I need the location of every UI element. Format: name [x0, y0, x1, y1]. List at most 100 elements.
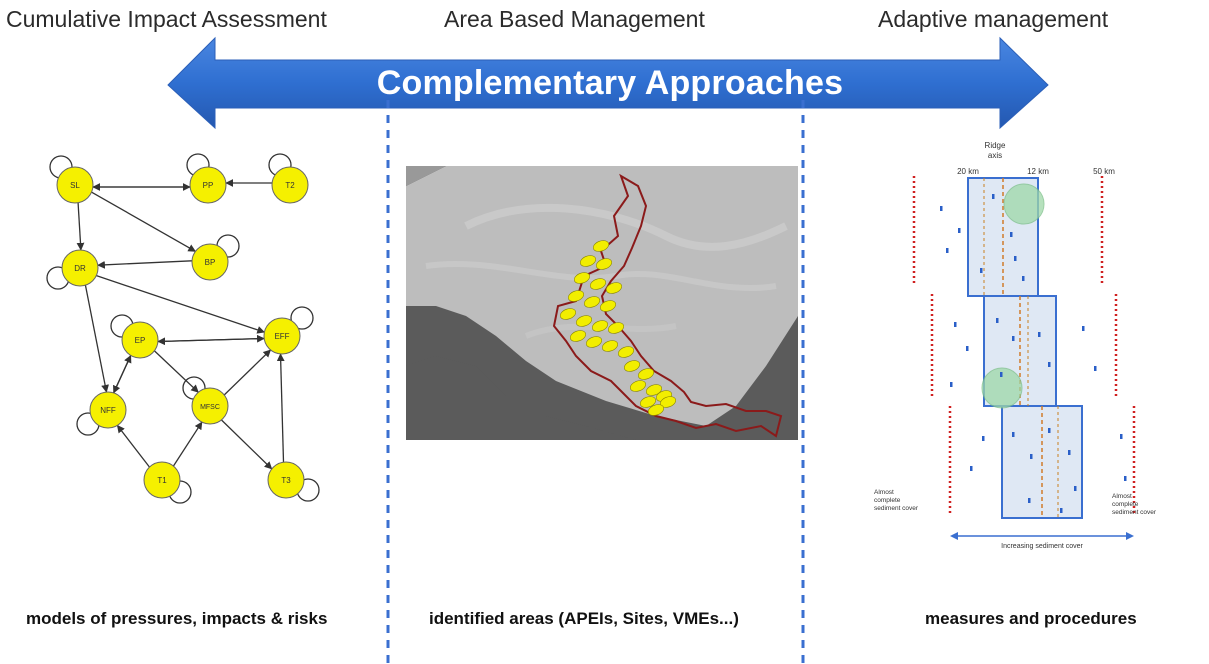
- network-node-t1: [143, 461, 181, 499]
- area-marker: [569, 330, 587, 342]
- sediment-mark: [966, 346, 969, 351]
- network-node-label: T3: [281, 476, 291, 485]
- adaptive-management-figure: Ridge axis 20 km 12 km 50 km Almost comp…: [874, 141, 1157, 550]
- network-edge: [91, 191, 197, 252]
- network-node-label: SL: [70, 181, 80, 190]
- side-note-right-3: sediment cover: [1112, 509, 1157, 516]
- sediment-mark: [1120, 434, 1123, 439]
- sediment-mark: [1014, 256, 1017, 261]
- area-marker: [567, 290, 585, 302]
- network-node-label: PP: [203, 181, 214, 190]
- area-marker: [585, 336, 603, 348]
- network-node-label: EP: [135, 336, 146, 345]
- sea-region-upper: [406, 166, 446, 186]
- sediment-mark: [992, 194, 995, 199]
- network-node-label: T1: [157, 476, 167, 485]
- sediment-axis-arrow-left: [950, 532, 958, 540]
- sediment-mark: [1074, 486, 1077, 491]
- sediment-mark: [958, 228, 961, 233]
- sediment-mark: [946, 248, 949, 253]
- area-marker: [607, 322, 625, 334]
- sediment-mark: [950, 382, 953, 387]
- area-marker: [599, 300, 617, 312]
- sediment-mark: [1028, 498, 1031, 503]
- side-note-left-3: sediment cover: [874, 505, 919, 512]
- sediment-mark: [980, 268, 983, 273]
- distance-label-center: 12 km: [1027, 167, 1049, 176]
- sea-texture: [464, 203, 788, 251]
- network-edge: [276, 353, 285, 463]
- sediment-mark: [970, 466, 973, 471]
- network-node-eff: [263, 317, 301, 355]
- area-marker: [645, 384, 663, 396]
- area-marker: [601, 340, 619, 352]
- network-edge: [223, 349, 272, 396]
- area-marker: [575, 315, 593, 327]
- axis-label: axis: [988, 151, 1002, 160]
- header-cumulative-impact-assessment: Cumulative Impact Assessment: [6, 6, 327, 32]
- network-edge: [221, 419, 273, 470]
- self-loop: [290, 306, 314, 330]
- sediment-mark: [1010, 232, 1013, 237]
- sediment-mark: [1060, 508, 1063, 513]
- area-marker: [639, 396, 657, 408]
- area-marker: [617, 346, 635, 358]
- distance-label-left: 20 km: [957, 167, 979, 176]
- sediment-mark: [1030, 454, 1033, 459]
- area-marker: [623, 360, 641, 372]
- area-marker: [647, 404, 665, 416]
- sediment-mark: [996, 318, 999, 323]
- area-marker: [592, 240, 610, 252]
- sediment-mark: [1048, 362, 1051, 367]
- area-marker: [629, 380, 647, 392]
- network-node-label: DR: [74, 264, 86, 273]
- sediment-mark: [1068, 450, 1071, 455]
- footer-identified-areas: identified areas (APEIs, Sites, VMEs...): [429, 609, 739, 628]
- side-note-right-1: Almost: [1112, 493, 1132, 500]
- header-area-based-management: Area Based Management: [444, 6, 705, 32]
- network-node-ep: [121, 321, 159, 359]
- network-node-label: MFSC: [200, 404, 220, 411]
- sediment-mark: [982, 436, 985, 441]
- network-edge: [154, 350, 199, 393]
- network-node-bp: [191, 243, 229, 281]
- network-node-sl: [56, 166, 94, 204]
- network-node-nff: [89, 391, 127, 429]
- network-edge: [157, 337, 265, 346]
- network-edge: [116, 424, 150, 468]
- ocean-area-map: [406, 166, 798, 440]
- header-adaptive-management: Adaptive management: [878, 6, 1109, 32]
- sediment-mark: [1124, 476, 1127, 481]
- land-south: [406, 356, 636, 440]
- area-marker: [579, 255, 597, 267]
- distance-label-right: 50 km: [1093, 167, 1115, 176]
- sediment-mark: [1012, 432, 1015, 437]
- network-edge: [97, 260, 192, 269]
- network-node-t2: [271, 166, 309, 204]
- area-marker: [589, 278, 607, 290]
- network-node-t3: [267, 461, 305, 499]
- area-marker: [591, 320, 609, 332]
- network-edge: [113, 354, 132, 394]
- side-note-left-2: complete: [874, 497, 901, 504]
- network-node-label: EFF: [274, 332, 289, 341]
- network-node-dr: [61, 249, 99, 287]
- sediment-mark: [954, 322, 957, 327]
- management-boundary: [552, 173, 783, 438]
- network-edge: [84, 285, 109, 393]
- area-marker: [595, 258, 613, 270]
- sediment-mark: [1012, 336, 1015, 341]
- sediment-mark: [1000, 372, 1003, 377]
- area-marker: [637, 368, 655, 380]
- side-note-right-2: complete: [1112, 501, 1139, 508]
- area-marker: [573, 272, 591, 284]
- network-node-pp: [189, 166, 227, 204]
- network-node-label: NFF: [100, 406, 116, 415]
- side-note-left-1: Almost: [874, 489, 894, 496]
- footer-measures: measures and procedures: [925, 609, 1137, 628]
- sediment-mark: [1082, 326, 1085, 331]
- network-edge: [76, 202, 85, 251]
- sediment-mark: [1038, 332, 1041, 337]
- sediment-mark: [1094, 366, 1097, 371]
